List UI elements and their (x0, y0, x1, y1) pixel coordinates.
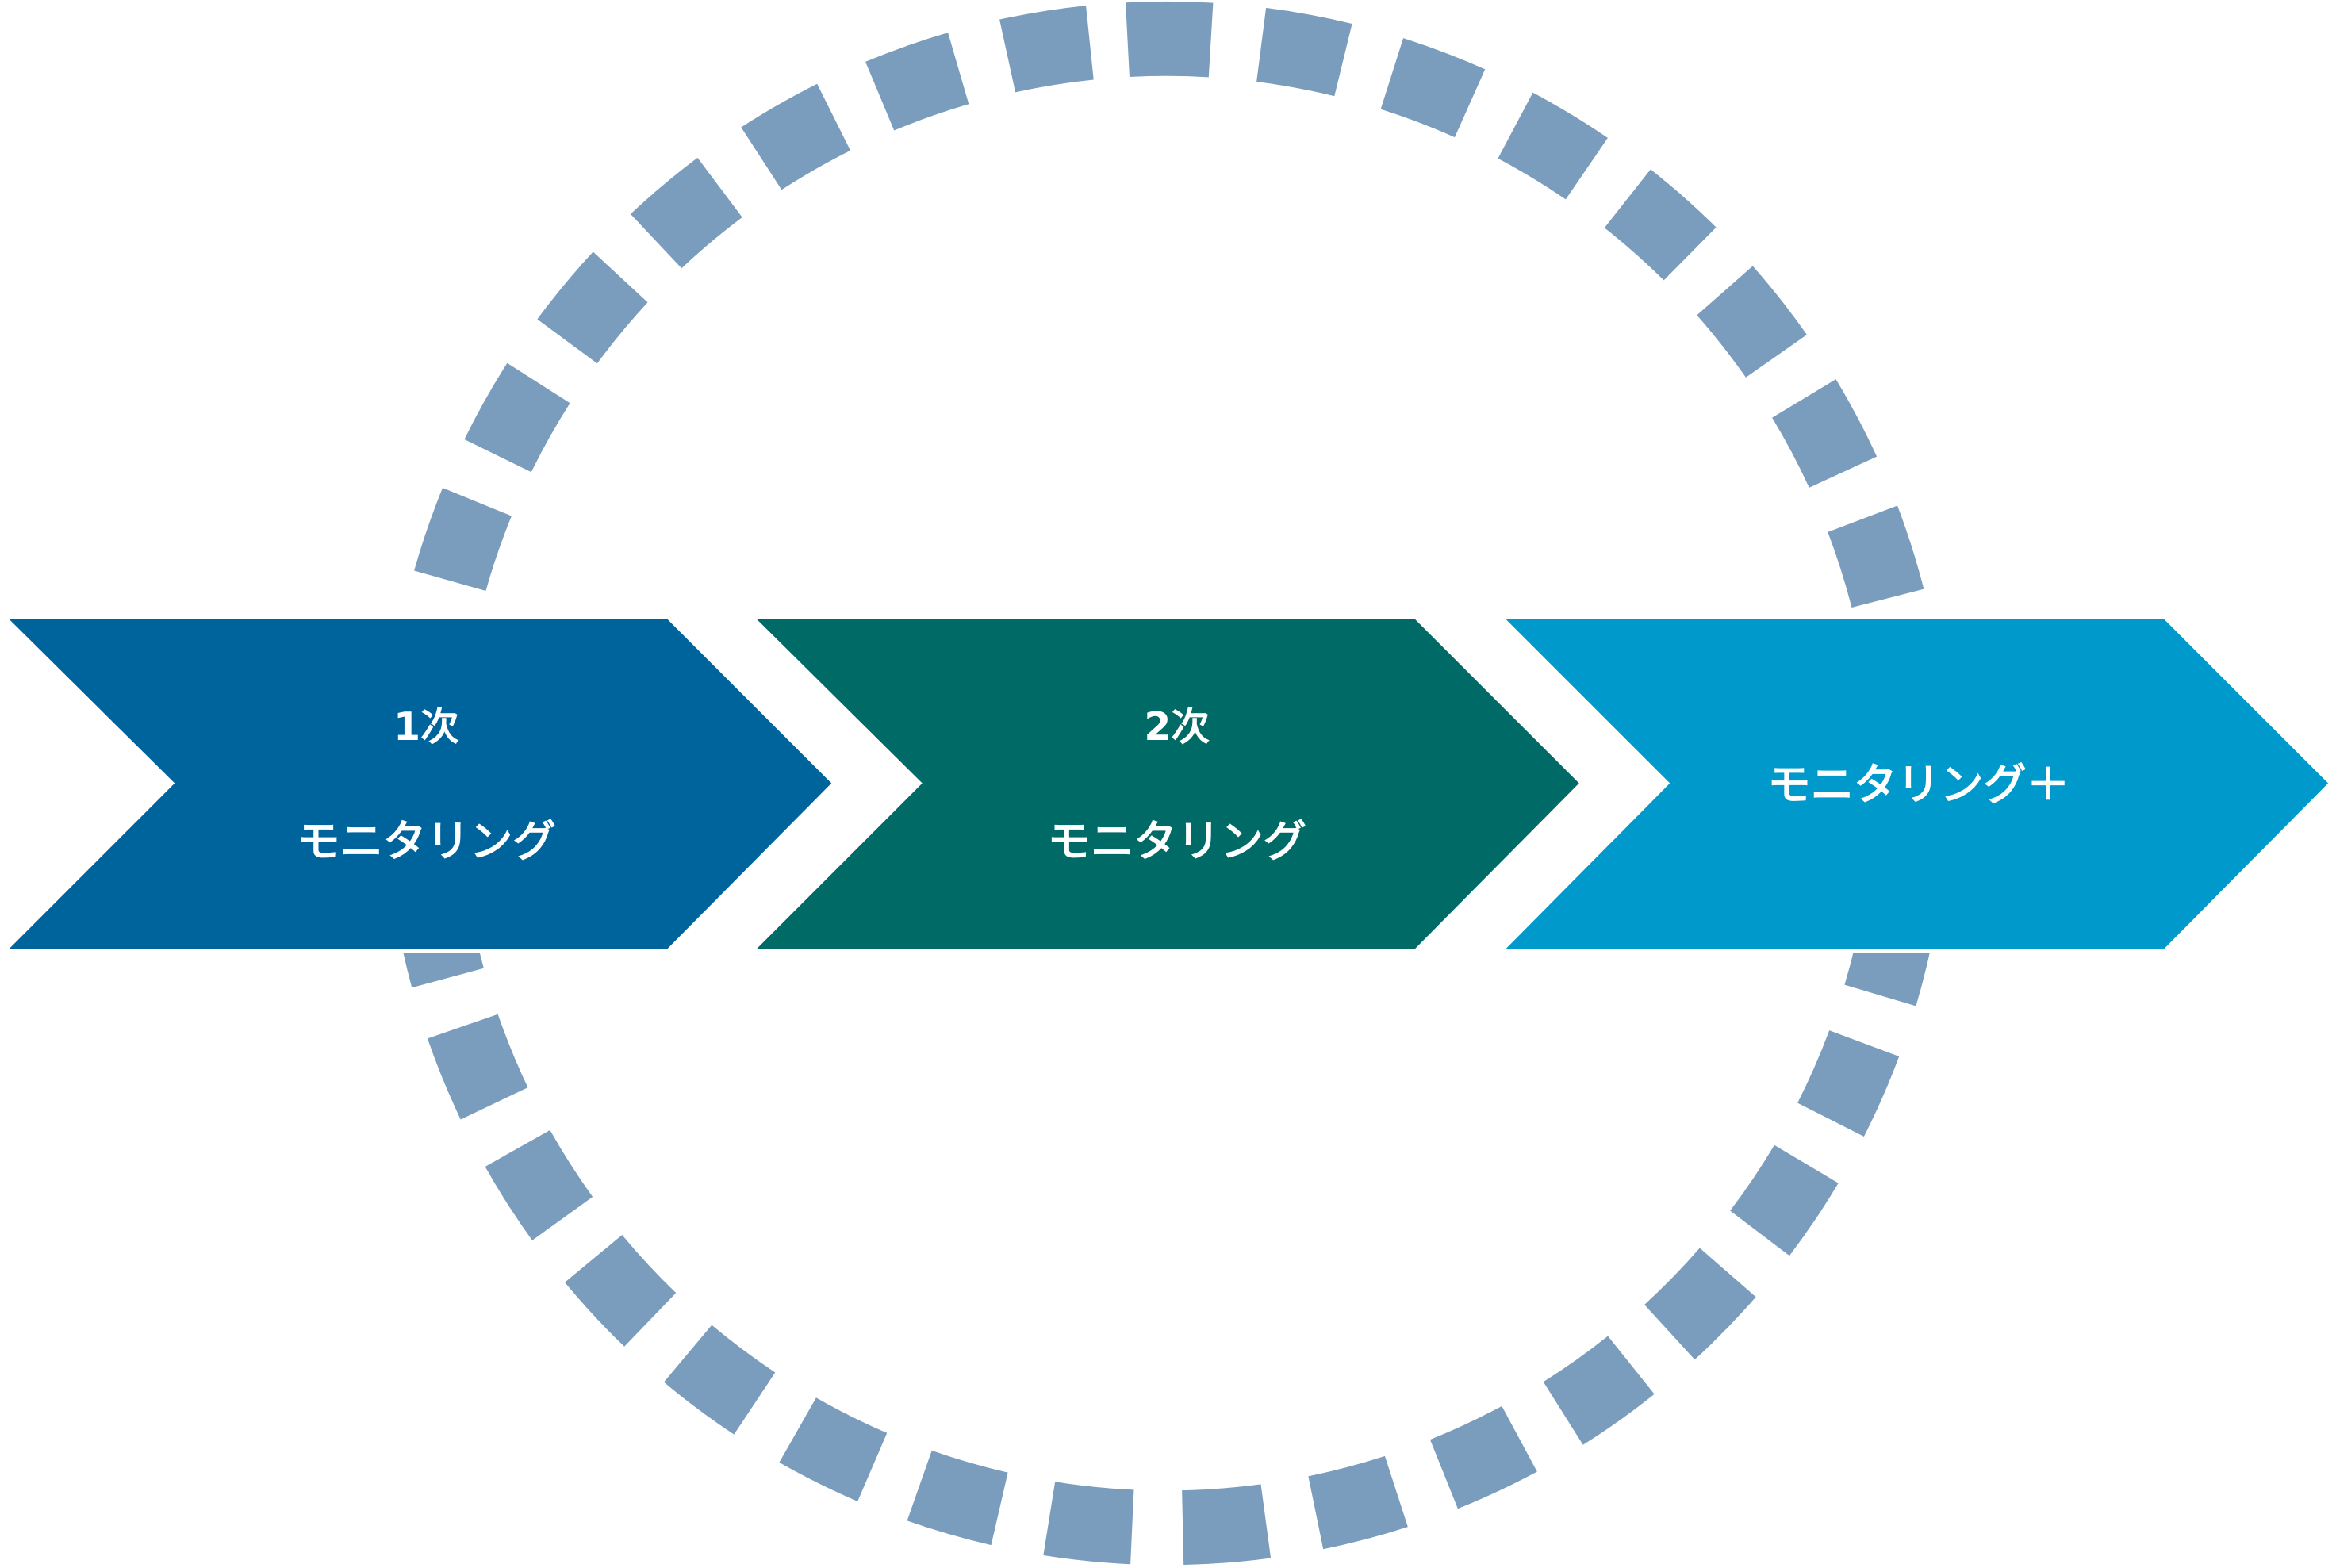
stage-1-shape (9, 619, 832, 949)
stage-3-arrow: モニタリング＋ (1506, 619, 2329, 949)
stage-1-label-line1: 1次 (393, 704, 459, 749)
stage-2-shape (757, 619, 1579, 949)
stage-2-label-line2: モニタリング (1047, 816, 1306, 867)
stage-3-shape (1506, 619, 2329, 949)
stage-1-arrow: 1次 モニタリング (9, 619, 832, 949)
stage-3-label: モニタリング＋ (1767, 759, 2069, 810)
stage-2-label-line1: 2次 (1144, 704, 1210, 749)
stage-2-arrow: 2次 モニタリング (757, 619, 1579, 949)
stage-1-label-line2: モニタリング (297, 816, 556, 867)
